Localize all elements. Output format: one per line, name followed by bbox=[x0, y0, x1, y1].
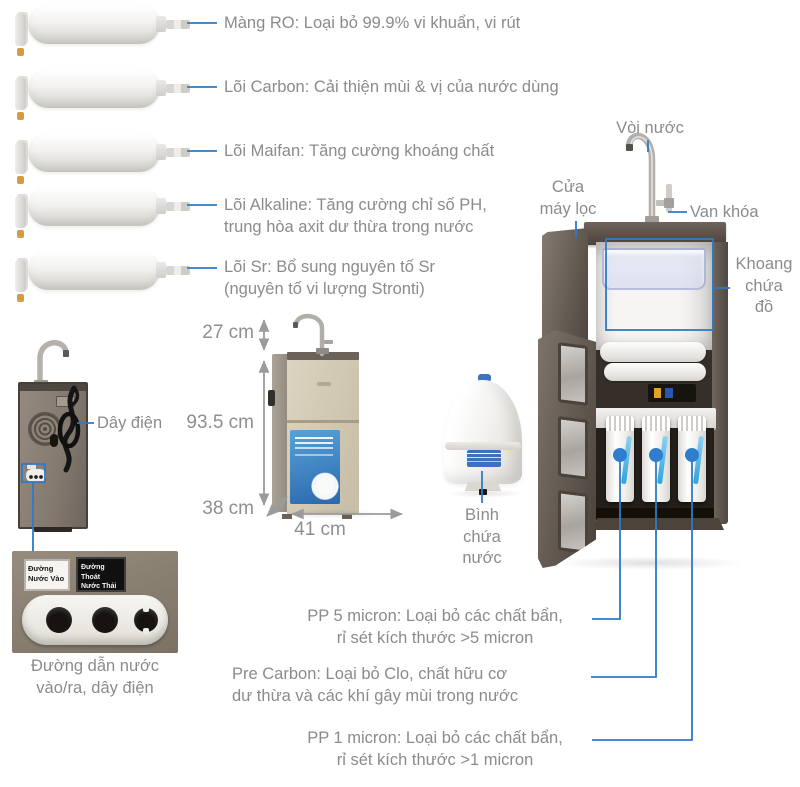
water-ports bbox=[26, 469, 46, 482]
pump-block bbox=[648, 384, 696, 402]
inlet-hole bbox=[46, 607, 72, 633]
tank-sticker bbox=[467, 450, 501, 467]
dispenser-nub bbox=[268, 390, 275, 406]
tank-cap bbox=[478, 374, 491, 382]
door-divider bbox=[287, 420, 359, 423]
tank-shadow bbox=[447, 489, 523, 498]
cartridge-body bbox=[28, 186, 160, 226]
back-foot bbox=[34, 527, 72, 532]
back-faucet-icon bbox=[34, 340, 69, 389]
label-power-cord: Dây điện bbox=[97, 414, 163, 432]
cabinet-right-wall bbox=[712, 242, 728, 524]
ports-closeup-photo: Đường Nước Vào Đường Thoát Nước Thải bbox=[12, 551, 178, 653]
vertical-filter-pp5 bbox=[606, 416, 634, 502]
tank-valve-nub bbox=[479, 489, 487, 495]
power-hole bbox=[134, 606, 158, 634]
storage-drawer bbox=[602, 248, 706, 290]
label-pp1-micron: PP 1 micron: Loại bỏ các chất bẩn, rỉ sé… bbox=[307, 729, 563, 769]
cartridge-outlet-fitting bbox=[156, 144, 192, 160]
label-carbon-core: Lõi Carbon: Cải thiện mùi & vị của nước … bbox=[224, 78, 559, 96]
label-alkaline-core: Lõi Alkaline: Tăng cường chỉ số PH, trun… bbox=[224, 196, 487, 236]
cartridge-elbow-fitting bbox=[10, 74, 32, 122]
cartridge-elbow-fitting bbox=[10, 256, 32, 304]
dim-body-height: 93.5 cm bbox=[186, 412, 254, 433]
product-front-face bbox=[287, 352, 359, 514]
filter-cartridge-alkaline bbox=[8, 186, 192, 250]
ports-plate bbox=[22, 595, 168, 645]
tank-base bbox=[465, 482, 501, 491]
door-glass-pane bbox=[558, 416, 588, 480]
dim-faucet-height: 27 cm bbox=[202, 322, 254, 343]
storage-tank bbox=[441, 374, 525, 498]
back-panel bbox=[18, 382, 88, 532]
caption-ports: Đường dẫn nước vào/ra, dây điện bbox=[30, 657, 160, 697]
dimension-product bbox=[268, 346, 376, 519]
vertical-filter-precarbon bbox=[642, 416, 670, 502]
cartridge-body bbox=[28, 4, 160, 44]
post-filter-housing bbox=[604, 363, 706, 381]
cabinet-plinth bbox=[592, 518, 724, 530]
ro-membrane-housing bbox=[600, 342, 706, 362]
cartridge-body bbox=[28, 132, 160, 172]
label-valve: Van khóa bbox=[690, 203, 759, 221]
power-cord bbox=[57, 385, 81, 473]
door-glass-pane bbox=[558, 490, 588, 554]
label-maifan-core: Lõi Maifan: Tăng cường khoáng chất bbox=[224, 142, 495, 160]
label-faucet: Vòi nước bbox=[616, 119, 684, 137]
label-storage: Khoang chứa đồ bbox=[735, 255, 793, 316]
drain-hole bbox=[92, 607, 118, 633]
label-door: Cửa máy lọc bbox=[539, 178, 597, 218]
brand-logo bbox=[317, 382, 331, 386]
filter-cartridge-sr bbox=[8, 250, 192, 314]
caption-tank: Bình chứa nước bbox=[462, 506, 502, 567]
cartridge-outlet-fitting bbox=[156, 80, 192, 96]
filter-cartridge-maifan bbox=[8, 132, 192, 196]
cartridge-elbow-fitting bbox=[10, 138, 32, 186]
cartridge-elbow-fitting bbox=[10, 192, 32, 240]
label-pp5-micron: PP 5 micron: Loại bỏ các chất bẩn, rỉ sé… bbox=[307, 607, 563, 647]
door-glass-pane bbox=[558, 342, 588, 406]
cartridge-body bbox=[28, 68, 160, 108]
back-top-strip bbox=[20, 384, 86, 391]
label-sr-core: Lõi Sr: Bổ sung nguyên tố Sr (nguyên tố … bbox=[224, 258, 435, 298]
back-slot bbox=[50, 434, 58, 447]
label-pre-carbon: Pre Carbon: Loại bỏ Clo, chất hữu cơ dư … bbox=[232, 665, 519, 705]
tank-shell bbox=[444, 380, 522, 484]
dim-faucet-icon bbox=[293, 314, 333, 357]
filter-cartridge-ro bbox=[8, 4, 192, 68]
cartridge-body bbox=[28, 250, 160, 290]
tank-seam bbox=[445, 442, 521, 450]
dim-depth: 38 cm bbox=[202, 498, 254, 519]
product-poster bbox=[290, 430, 340, 504]
vertical-filter-pp1 bbox=[678, 416, 706, 502]
filter-cartridge-carbon bbox=[8, 68, 192, 132]
drain-plate: Đường Thoát Nước Thải bbox=[76, 557, 126, 592]
lower-door-open bbox=[538, 330, 596, 568]
dim-width: 41 cm bbox=[294, 519, 346, 540]
label-ro-membrane: Màng RO: Loại bỏ 99.9% vi khuẩn, vi rút bbox=[224, 14, 521, 32]
cabinet-shadow bbox=[556, 556, 746, 570]
cartridge-outlet-fitting bbox=[156, 262, 192, 278]
purifier-open-cabinet bbox=[536, 116, 800, 576]
cartridge-outlet-fitting bbox=[156, 16, 192, 32]
cartridge-elbow-fitting bbox=[10, 10, 32, 58]
product-side-face bbox=[272, 354, 287, 512]
cartridge-outlet-fitting bbox=[156, 198, 192, 214]
product-shadow bbox=[276, 509, 380, 519]
inlet-plate: Đường Nước Vào bbox=[24, 559, 70, 591]
